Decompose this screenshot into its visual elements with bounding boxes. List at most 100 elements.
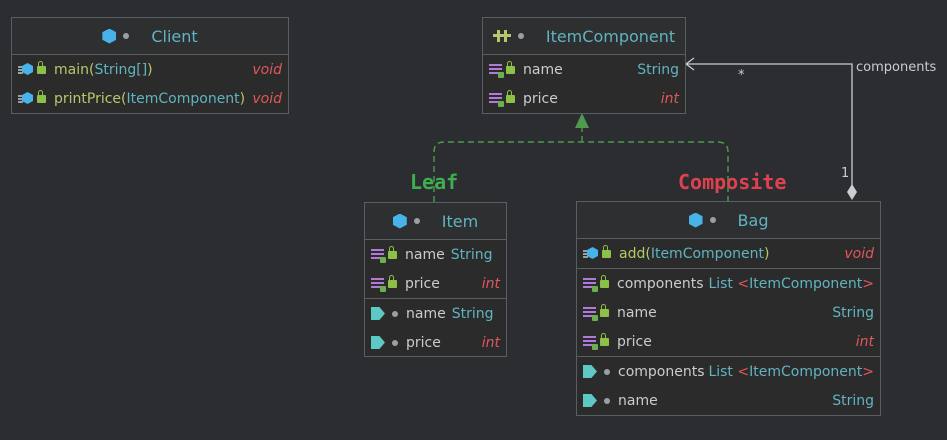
field-type: int [481, 275, 500, 292]
field-type: String [637, 61, 679, 78]
property-row[interactable]: name String [577, 386, 880, 415]
field-row[interactable]: name String [577, 298, 880, 327]
class-title: Item [441, 211, 479, 231]
class-title: Client [151, 26, 198, 46]
property-icon [583, 365, 597, 378]
method-close: ) [239, 90, 246, 107]
field-icon [583, 335, 598, 350]
field-row[interactable]: price int [483, 84, 685, 113]
realization-arrowhead [575, 113, 589, 128]
method-return-type: void [252, 61, 282, 78]
method-param: ItemComponent [126, 90, 240, 107]
method-return-type: void [252, 90, 282, 107]
field-name: price [405, 275, 440, 292]
property-icon [583, 394, 597, 407]
method-name: printPrice( [54, 90, 127, 107]
method-row[interactable]: add(ItemComponent) void [577, 239, 880, 268]
field-type: int [855, 333, 874, 350]
method-param: ItemComponent [650, 245, 764, 262]
association-edge [686, 63, 853, 186]
class-icon [392, 213, 407, 229]
property-type: int [481, 334, 500, 351]
composite-role-label: Composite [678, 170, 787, 194]
field-icon [489, 63, 504, 78]
bag-class[interactable]: Bag add(ItemComponent) void components L… [576, 201, 881, 416]
class-icon [102, 28, 117, 44]
public-lock-icon [506, 60, 515, 74]
property-icon [371, 336, 385, 349]
public-lock-icon [600, 274, 609, 288]
visibility-dot-icon [123, 33, 130, 39]
field-row[interactable]: price int [365, 269, 506, 298]
static-method-icon [18, 63, 33, 76]
method-name: add( [619, 245, 651, 262]
property-row[interactable]: name String [365, 298, 506, 328]
field-type: int [660, 90, 679, 107]
item-class-header: Item [365, 203, 506, 240]
property-icon [371, 307, 385, 320]
item-class[interactable]: Item name String price int name String p… [364, 202, 507, 357]
visibility-dot-icon [604, 397, 610, 404]
property-name: name [406, 305, 446, 322]
multiplicity-one: 1 [841, 166, 850, 181]
field-type: String [450, 246, 493, 263]
method-icon [583, 247, 598, 260]
method-close: ) [147, 61, 153, 78]
method-param: String[] [94, 61, 148, 78]
association-arrowhead [684, 57, 695, 71]
field-name: name [617, 304, 657, 321]
public-lock-icon [600, 303, 609, 317]
visibility-dot-icon [517, 33, 524, 39]
visibility-dot-icon [392, 339, 398, 346]
public-lock-icon [37, 89, 46, 103]
item-component-interface[interactable]: ItemComponent name String price int [482, 17, 686, 114]
field-type: String [832, 304, 874, 321]
visibility-dot-icon [392, 310, 398, 317]
class-title: Bag [737, 210, 769, 230]
field-row[interactable]: components List <ItemComponent> [577, 268, 880, 298]
property-type-prefix: List [708, 363, 733, 380]
field-name: price [523, 90, 558, 107]
item-component-header: ItemComponent [483, 18, 685, 55]
bag-class-header: Bag [577, 202, 880, 239]
visibility-dot-icon [604, 368, 610, 375]
field-icon [583, 306, 598, 321]
property-name: name [618, 392, 658, 409]
method-close: ) [763, 245, 770, 262]
field-name: name [405, 246, 445, 263]
association-role-label: components [856, 60, 937, 75]
property-type: String [451, 305, 494, 322]
field-type-arg: ItemComponent [749, 275, 863, 292]
property-row[interactable]: price int [365, 328, 506, 357]
visibility-dot-icon [709, 217, 716, 223]
client-class-header: Client [12, 18, 288, 55]
generic-gt: > [862, 363, 874, 380]
field-row[interactable]: price int [577, 327, 880, 356]
method-icon [18, 92, 33, 105]
method-return-type: void [844, 245, 874, 262]
public-lock-icon [388, 245, 397, 259]
public-lock-icon [600, 332, 609, 346]
field-name: price [617, 333, 652, 350]
field-row[interactable]: name String [483, 55, 685, 84]
public-lock-icon [506, 89, 515, 103]
multiplicity-many: * [738, 68, 745, 83]
field-name: name [523, 61, 563, 78]
method-row[interactable]: printPrice(ItemComponent) void [12, 84, 288, 113]
client-class[interactable]: Client main(String[]) void printPrice(It… [11, 17, 289, 114]
interface-icon [492, 30, 511, 42]
public-lock-icon [388, 274, 397, 288]
visibility-dot-icon [413, 218, 420, 224]
leaf-role-label: Leaf [410, 170, 459, 194]
method-row[interactable]: main(String[]) void [12, 55, 288, 84]
property-type-arg: ItemComponent [749, 363, 863, 380]
field-icon [371, 277, 386, 292]
class-icon [688, 212, 703, 228]
method-name: main( [54, 61, 95, 78]
property-name: price [406, 334, 441, 351]
property-row[interactable]: components List <ItemComponent> [577, 356, 880, 386]
field-icon [371, 248, 386, 263]
field-row[interactable]: name String [365, 240, 506, 269]
aggregation-diamond [847, 184, 857, 200]
generic-lt: < [737, 275, 750, 292]
